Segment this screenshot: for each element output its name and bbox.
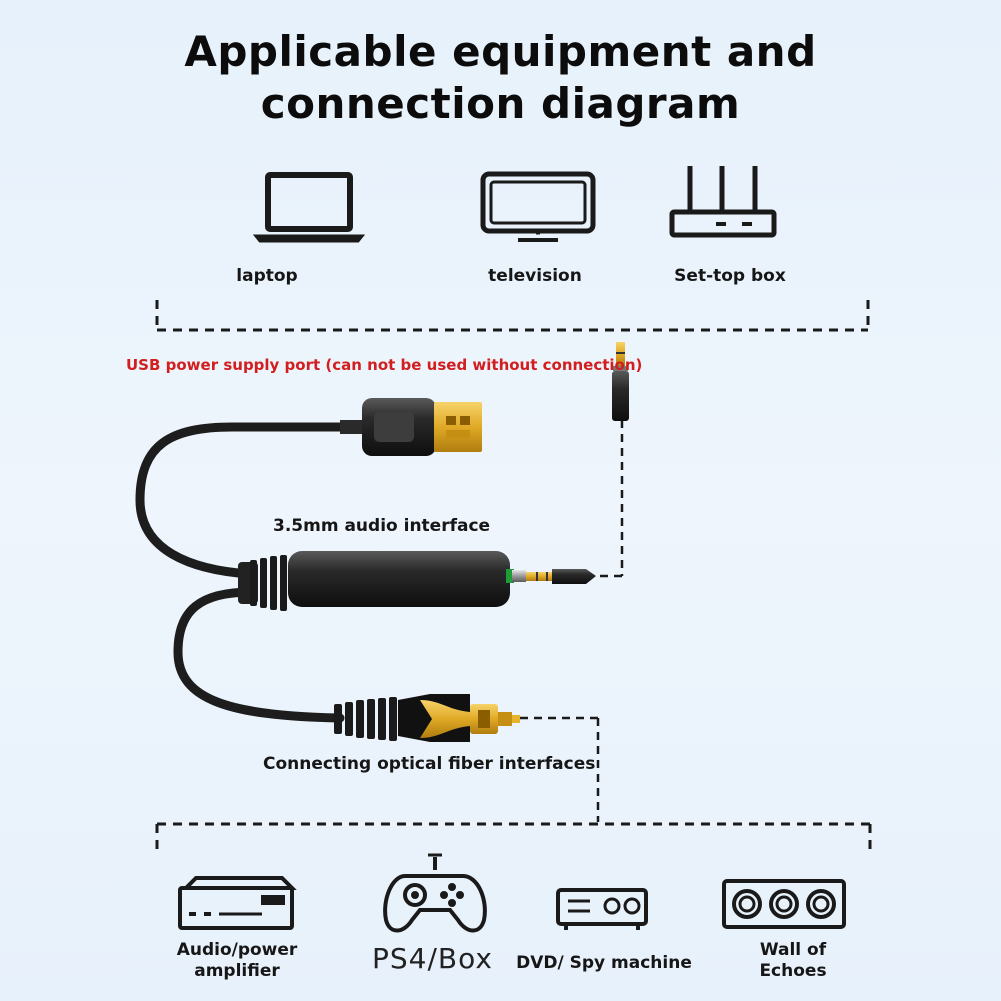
title-line-2: connection diagram [260,79,741,128]
laptop-icon [252,172,366,243]
usb-plug [340,398,482,456]
device-label-set-top-box: Set-top box [674,266,786,286]
optical-interface-label: Connecting optical fiber interfaces [263,754,596,774]
device-label-laptop: laptop [236,266,298,286]
usb-port-note: USB power supply port (can not be used w… [126,356,643,374]
dvd-player-icon [556,888,648,930]
bottom-dashed-bracket [155,822,872,852]
audio-dashed-connector [600,420,624,578]
device-label-television: television [488,266,582,286]
device-label-dvd: DVD/ Spy machine [516,953,692,973]
device-label-speaker-wall-line-1: Wall of [759,940,827,960]
device-label-audio-amplifier-line-2: amplifier [194,961,280,981]
television-icon [480,171,596,242]
top-dashed-bracket [155,300,870,332]
device-label-audio-amplifier-line-1: Audio/power [176,940,298,960]
cable-harness [135,422,357,723]
optical-plug [334,694,520,742]
audio-amplifier-icon [178,876,297,930]
optical-dashed-connector [520,716,600,822]
gamepad-icon [383,853,487,933]
title-line-1: Applicable equipment and [184,27,817,76]
page-title: Applicable equipment and connection diag… [0,26,1001,130]
audio-interface-label: 3.5mm audio interface [273,516,491,536]
device-label-ps4-box: PS4/Box [372,942,493,975]
speaker-wall-icon [722,879,846,929]
set-top-box-icon [669,166,777,238]
device-label-speaker-wall-line-2: Echoes [759,961,827,981]
device-label-speaker-wall: Wall of Echoes [759,940,826,982]
device-label-audio-amplifier: Audio/power amplifier [177,940,298,982]
adapter-body [238,551,596,611]
top-audio-jack [612,342,629,421]
